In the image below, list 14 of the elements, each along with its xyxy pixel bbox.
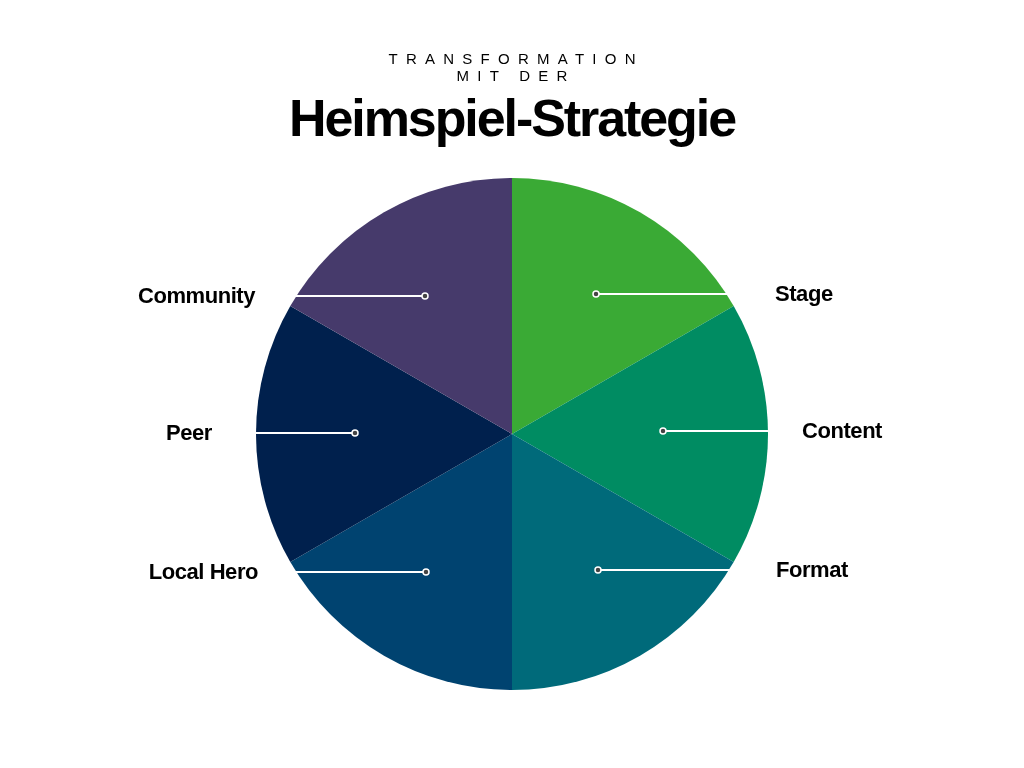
pie-wedge [512,434,734,690]
pie-wedge [512,306,768,562]
pie-wedge [290,178,512,434]
segment-label: Local Hero [144,556,262,588]
pie-wedge [290,434,512,690]
segment-label: Content [798,415,886,447]
pie-wedge [256,306,512,562]
segment-label: Stage [771,278,837,310]
segment-label: Peer [162,417,216,449]
subtitle: TRANSFORMATION MIT DER [387,50,645,84]
title: Heimspiel-Strategie [289,88,735,148]
pie-wedge [512,178,734,434]
segment-label: Format [772,554,852,586]
segment-label: Community [133,280,259,312]
